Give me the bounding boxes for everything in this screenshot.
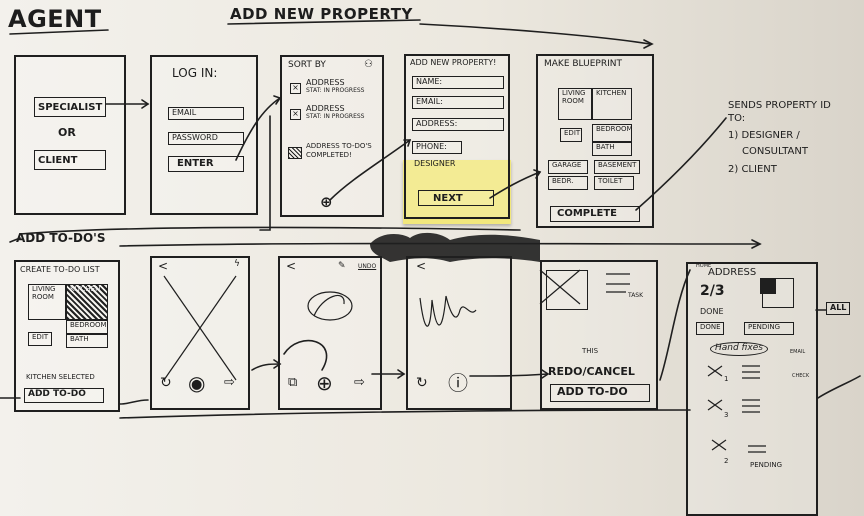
flash-icon[interactable]: ϟ bbox=[234, 259, 240, 269]
pending-label: PENDING bbox=[750, 461, 782, 469]
pending-tab[interactable]: PENDING bbox=[744, 322, 794, 335]
rotate-icon[interactable]: ↻ bbox=[160, 375, 172, 391]
checkbox-icon[interactable]: × bbox=[290, 109, 301, 120]
shutter-icon[interactable]: ◉ bbox=[188, 371, 206, 395]
next-button[interactable]: NEXT bbox=[418, 190, 494, 206]
screen-camera: < ϟ ↻ ◉ ⇨ bbox=[150, 256, 250, 410]
this-label: THIS bbox=[582, 347, 599, 355]
item2-title: ADDRESS bbox=[306, 104, 345, 113]
enter-button[interactable]: ENTER bbox=[168, 156, 244, 172]
screen-voice-record: < ↻ ⓘ bbox=[406, 256, 512, 410]
note-line3: 1) DESIGNER / bbox=[728, 130, 800, 141]
add-circle-icon[interactable]: ⊕ bbox=[316, 371, 333, 395]
screen-login: LOG IN: EMAIL PASSWORD ENTER bbox=[150, 55, 258, 215]
count-1: 1 bbox=[724, 375, 729, 383]
back-icon[interactable]: < bbox=[158, 259, 169, 273]
add-todo-button[interactable]: ADD TO-DO bbox=[550, 384, 650, 402]
check-label-1: EMAIL bbox=[790, 349, 806, 355]
todo-list-title: CREATE TO-DO LIST bbox=[20, 265, 100, 274]
screen-task-summary: TASK THIS ADD TO-DO bbox=[540, 260, 658, 410]
forward-icon[interactable]: ⇨ bbox=[354, 375, 365, 390]
screen-add-property: ADD NEW PROPERTY! NAME: EMAIL: ADDRESS: … bbox=[404, 54, 510, 219]
screen-create-todo-list: CREATE TO-DO LIST LIVING ROOM KITCHEN ED… bbox=[14, 260, 120, 412]
count-3: 2 bbox=[724, 457, 729, 465]
item1-title: ADDRESS bbox=[306, 78, 345, 87]
add-property-title: ADD NEW PROPERTY! bbox=[410, 58, 497, 67]
item3-line2: COMPLETED! bbox=[306, 151, 352, 159]
email-field[interactable]: EMAIL bbox=[168, 107, 244, 120]
flow-title: ADD NEW PROPERTY bbox=[230, 5, 413, 23]
screen-draw-photo: < ✎ UNDO ⧉ ⊕ ⇨ bbox=[278, 256, 382, 410]
designer-dropdown[interactable]: DESIGNER bbox=[414, 159, 456, 168]
done-tab[interactable]: DONE bbox=[696, 322, 724, 335]
item3-line1: ADDRESS TO-DO'S bbox=[306, 142, 372, 150]
selected-label: KITCHEN SELECTED bbox=[26, 373, 95, 381]
note-line1: SENDS PROPERTY ID bbox=[728, 100, 831, 111]
complete-button[interactable]: COMPLETE bbox=[550, 206, 640, 222]
agent-title: AGENT bbox=[8, 5, 102, 33]
email-field[interactable]: EMAIL: bbox=[412, 96, 504, 109]
add-todo-button[interactable]: ADD TO-DO bbox=[24, 388, 104, 403]
note-line4: CONSULTANT bbox=[742, 146, 808, 157]
export-icon[interactable]: ⇨ bbox=[224, 375, 235, 390]
add-all-button[interactable]: ALL bbox=[826, 302, 850, 315]
basement-box[interactable]: BASEMENT bbox=[594, 160, 640, 174]
note-line5: 2) CLIENT bbox=[728, 164, 777, 175]
check-label-2: CHECK bbox=[792, 373, 810, 379]
item2-status: STAT: IN PROGRESS bbox=[306, 113, 365, 120]
kitchen-box[interactable]: KITCHEN bbox=[592, 88, 632, 120]
specialist-button[interactable]: SPECIALIST bbox=[34, 97, 106, 117]
toilet-box[interactable]: TOILET bbox=[594, 176, 634, 190]
screen-property-list: SORT BY ⚇ × ADDRESS STAT: IN PROGRESS × … bbox=[280, 55, 384, 217]
edit-button[interactable]: EDIT bbox=[560, 128, 582, 142]
bedroom-box[interactable]: BEDROOM bbox=[66, 320, 108, 334]
bath-box[interactable]: BATH bbox=[66, 334, 108, 348]
add-circle-icon[interactable]: ⊕ bbox=[320, 193, 333, 211]
password-field[interactable]: PASSWORD bbox=[168, 132, 244, 145]
address-field[interactable]: ADDRESS: bbox=[412, 118, 504, 131]
item1-status: STAT: IN PROGRESS bbox=[306, 87, 365, 94]
bedr-box[interactable]: BEDR. bbox=[548, 176, 588, 190]
hand-fixes-label: Hand fixes bbox=[710, 342, 768, 356]
phone-field[interactable]: PHONE: bbox=[412, 141, 462, 154]
name-field[interactable]: NAME: bbox=[412, 76, 504, 89]
microphone-icon[interactable]: ⓘ bbox=[448, 371, 468, 395]
add-todos-label: ADD TO-DO'S bbox=[16, 231, 106, 245]
undo-button[interactable]: UNDO bbox=[358, 263, 377, 270]
living-room-box[interactable]: LIVING ROOM bbox=[558, 88, 592, 120]
address-title: ADDRESS bbox=[708, 267, 757, 278]
redo-cancel-label[interactable]: REDO/CANCEL bbox=[548, 365, 635, 378]
back-icon[interactable]: < bbox=[286, 259, 297, 273]
checkbox-icon[interactable]: × bbox=[290, 83, 301, 94]
bedroom-box[interactable]: BEDROOM bbox=[592, 124, 633, 142]
pen-icon[interactable]: ✎ bbox=[338, 261, 346, 271]
photo-thumbnail bbox=[546, 270, 588, 310]
rotate-icon[interactable]: ↻ bbox=[416, 375, 428, 391]
back-icon[interactable]: < bbox=[416, 259, 427, 273]
kitchen-box-selected[interactable]: KITCHEN bbox=[66, 284, 108, 320]
or-label: OR bbox=[58, 126, 76, 139]
progress-fraction: 2/3 bbox=[700, 283, 725, 299]
done-label: DONE bbox=[700, 307, 724, 316]
living-room-box[interactable]: LIVING ROOM bbox=[28, 284, 66, 320]
count-2: 3 bbox=[724, 411, 729, 419]
sort-by-label[interactable]: SORT BY bbox=[288, 60, 326, 70]
edit-button[interactable]: EDIT bbox=[28, 332, 52, 346]
blueprint-title: MAKE BLUEPRINT bbox=[544, 59, 622, 69]
user-icon[interactable]: ⚇ bbox=[364, 59, 373, 70]
task-label: TASK bbox=[628, 292, 644, 299]
bath-box[interactable]: BATH bbox=[592, 142, 632, 156]
login-title: LOG IN: bbox=[172, 66, 218, 80]
screen-make-blueprint: MAKE BLUEPRINT LIVING ROOM KITCHEN EDIT … bbox=[536, 54, 654, 228]
garage-box[interactable]: GARAGE bbox=[548, 160, 588, 174]
note-line2: TO: bbox=[728, 113, 746, 124]
copy-icon[interactable]: ⧉ bbox=[288, 375, 298, 390]
hatched-thumbnail bbox=[288, 147, 302, 159]
screen-role-select: SPECIALIST OR CLIENT bbox=[14, 55, 126, 215]
client-button[interactable]: CLIENT bbox=[34, 150, 106, 170]
home-link[interactable]: HOME bbox=[696, 263, 712, 269]
